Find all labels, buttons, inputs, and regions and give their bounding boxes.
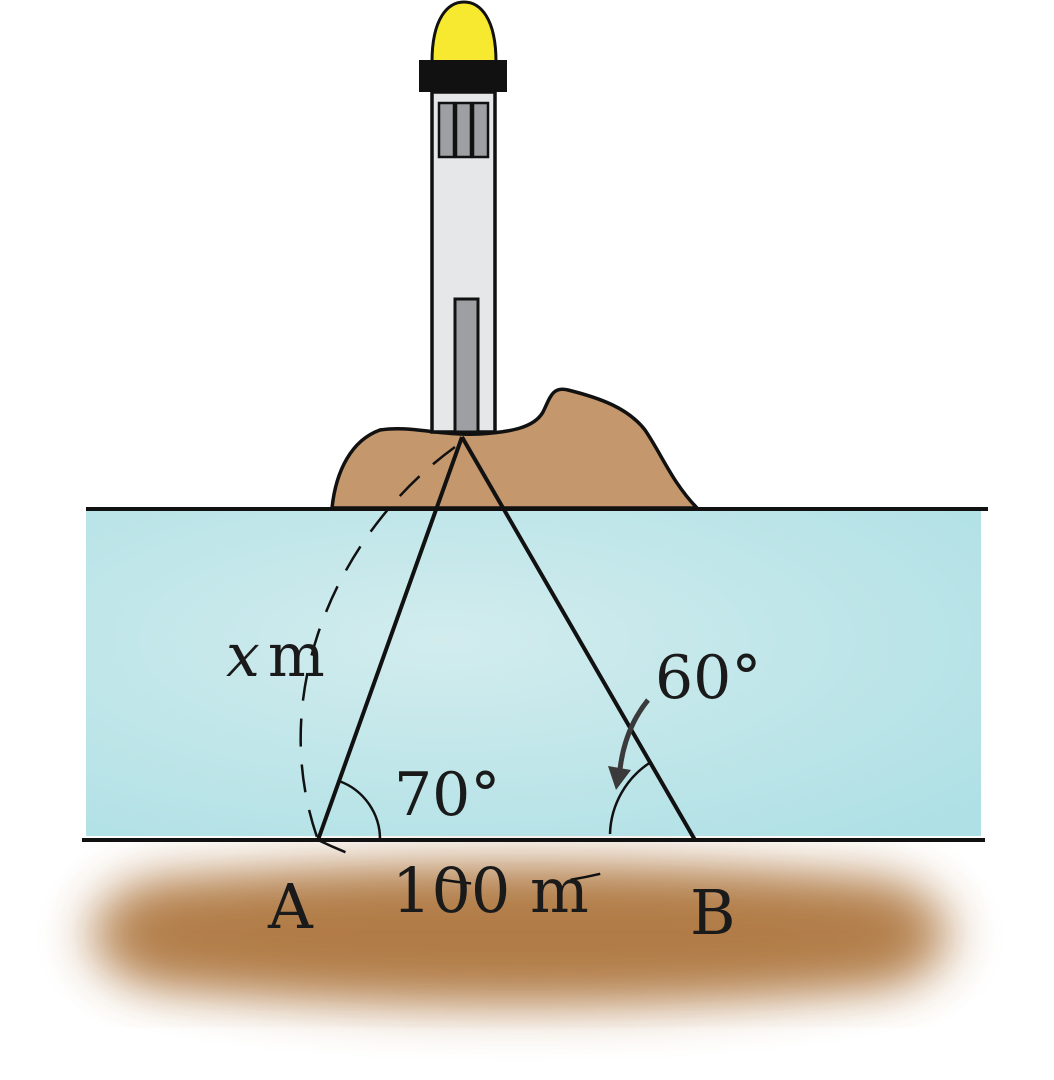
side-b-to-apex	[460, 435, 697, 842]
tower-window-1	[437, 101, 456, 159]
point-a-label: A	[267, 870, 314, 943]
angle-a-label: 70°	[394, 760, 500, 830]
tower-door	[453, 297, 480, 434]
lighthouse	[419, 0, 507, 434]
side-a-to-apex	[316, 436, 464, 841]
dashed-arc-x	[299, 445, 456, 841]
hypotenuse-variable: x	[226, 621, 260, 691]
angle-arc-a	[338, 779, 382, 841]
ground	[90, 870, 950, 1000]
tower-window-3	[471, 101, 490, 159]
tower-window-2	[454, 101, 473, 159]
angle-arc-b	[608, 760, 652, 835]
hypotenuse-unit: m	[268, 621, 325, 691]
lamp-gallery	[419, 60, 507, 92]
baseline-length-label: 100 m	[392, 854, 589, 927]
island-rock	[330, 387, 702, 510]
angle-b-label: 60°	[655, 643, 761, 713]
point-b-label: B	[690, 876, 736, 949]
arrow-head-icon	[608, 766, 631, 790]
curved-arrow	[608, 698, 650, 790]
lamp-dome	[430, 0, 498, 64]
triangle	[316, 435, 697, 842]
